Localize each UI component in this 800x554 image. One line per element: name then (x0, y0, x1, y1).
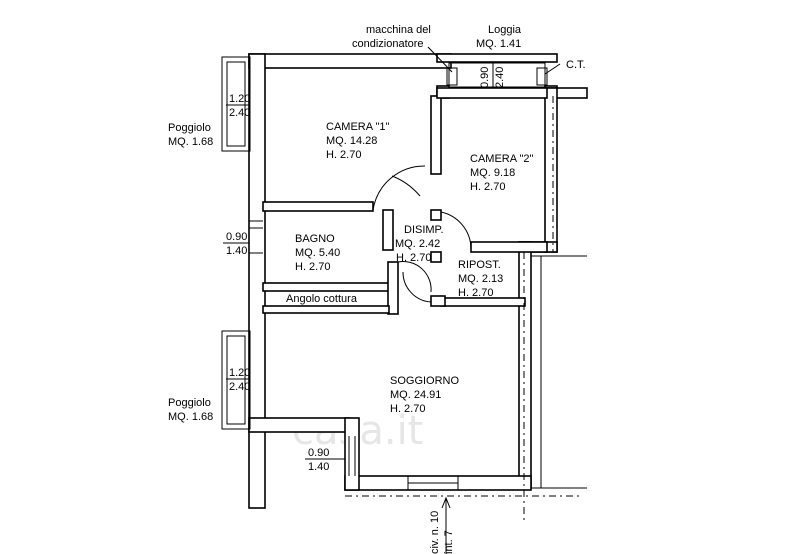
poggiolo-top-dim-h: 2.40 (229, 107, 250, 119)
poggiolo-top (221, 56, 251, 152)
soggiorno-area: MQ. 24.91 (390, 389, 441, 401)
civic-number: civ. n. 10 (429, 511, 441, 554)
poggiolo-top-dim-w: 1.20 (229, 93, 250, 105)
loggia-dim-h: 2.40 (494, 67, 506, 88)
bagno-window-dim-h: 1.40 (226, 245, 247, 257)
disimp-height: H. 2.70 (396, 252, 431, 264)
macchina-label-2: condizionatore (352, 38, 424, 50)
ripost-height: H. 2.70 (458, 287, 493, 299)
soggiorno-name: SOGGIORNO (390, 375, 460, 387)
poggiolo-bottom-name: Poggiolo (168, 397, 211, 409)
angolo-cottura-label: Angolo cottura (286, 293, 358, 305)
poggiolo-bottom-area: MQ. 1.68 (168, 411, 213, 423)
bagno-area: MQ. 5.40 (295, 247, 340, 259)
bagno-height: H. 2.70 (295, 261, 330, 273)
poggiolo-top-area: MQ. 1.68 (168, 136, 213, 148)
ripost-area: MQ. 2.13 (458, 273, 503, 285)
loggia-dim-w: 0.90 (479, 67, 491, 88)
camera1-name: CAMERA "1" (326, 121, 390, 133)
camera2-height: H. 2.70 (470, 181, 505, 193)
camera2-area: MQ. 9.18 (470, 167, 515, 179)
disimp-name: DISIMP. (404, 224, 444, 236)
interior-number: int. 7 (443, 530, 455, 554)
poggiolo-top-name: Poggiolo (168, 122, 211, 134)
soggiorno-window-dim-w: 0.90 (308, 447, 329, 459)
neighbour-walls (531, 255, 587, 489)
poggiolo-bottom-dim-w: 1.20 (229, 367, 250, 379)
internal-walls (262, 87, 548, 315)
camera1-area: MQ. 14.28 (326, 135, 377, 147)
ct-label: C.T. (566, 59, 586, 71)
loggia-area: MQ. 1.41 (476, 38, 521, 50)
camera2-name: CAMERA "2" (470, 153, 534, 165)
bagno-name: BAGNO (295, 233, 335, 245)
poggiolo-bottom (221, 330, 251, 430)
disimp-area: MQ. 2.42 (395, 238, 440, 250)
loggia (446, 62, 548, 88)
macchina-label-1: macchina del (366, 24, 431, 36)
ripost-name: RIPOST. (458, 259, 501, 271)
facade-dashes (345, 96, 580, 520)
door-swings (372, 165, 472, 303)
windows (249, 220, 459, 490)
camera1-height: H. 2.70 (326, 149, 361, 161)
loggia-name: Loggia (488, 24, 522, 36)
bagno-window-dim-w: 0.90 (226, 231, 247, 243)
soggiorno-window-dim-h: 1.40 (308, 461, 329, 473)
entrance-arrow (441, 496, 451, 554)
poggiolo-bottom-dim-h: 2.40 (229, 381, 250, 393)
soggiorno-height: H. 2.70 (390, 403, 425, 415)
leader-lines (427, 46, 561, 75)
